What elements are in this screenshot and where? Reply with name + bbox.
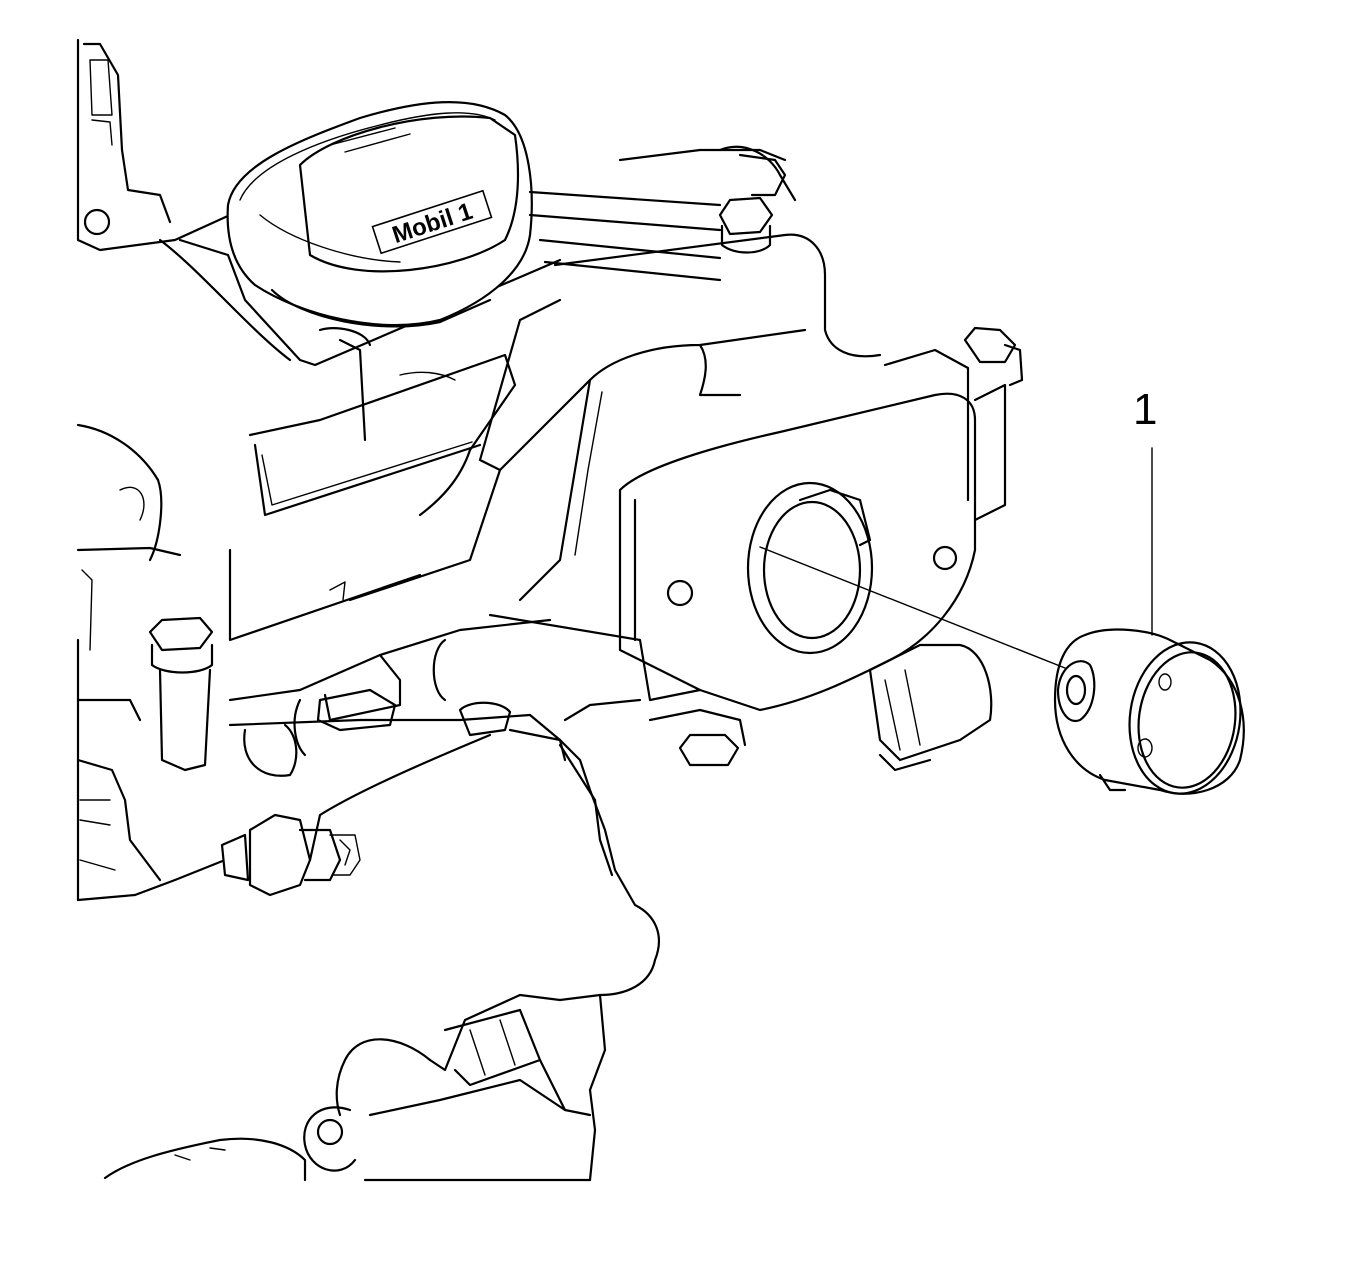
upper-bracket-rails — [528, 145, 797, 282]
left-bolt — [148, 616, 214, 772]
lower-bolt — [648, 708, 747, 767]
lower-engine-block — [103, 728, 660, 1182]
mount-bushing — [1053, 628, 1245, 795]
top-bolt — [718, 196, 774, 254]
sensor-connector — [220, 813, 361, 897]
mount-bracket — [348, 233, 1007, 712]
right-bolt — [963, 326, 1024, 387]
oil-filler-cap: Mobil 1 — [226, 101, 533, 347]
callout-1-leader — [759, 447, 1153, 669]
lower-bracket — [228, 613, 993, 777]
callout-1-label: 1 — [1133, 385, 1158, 434]
